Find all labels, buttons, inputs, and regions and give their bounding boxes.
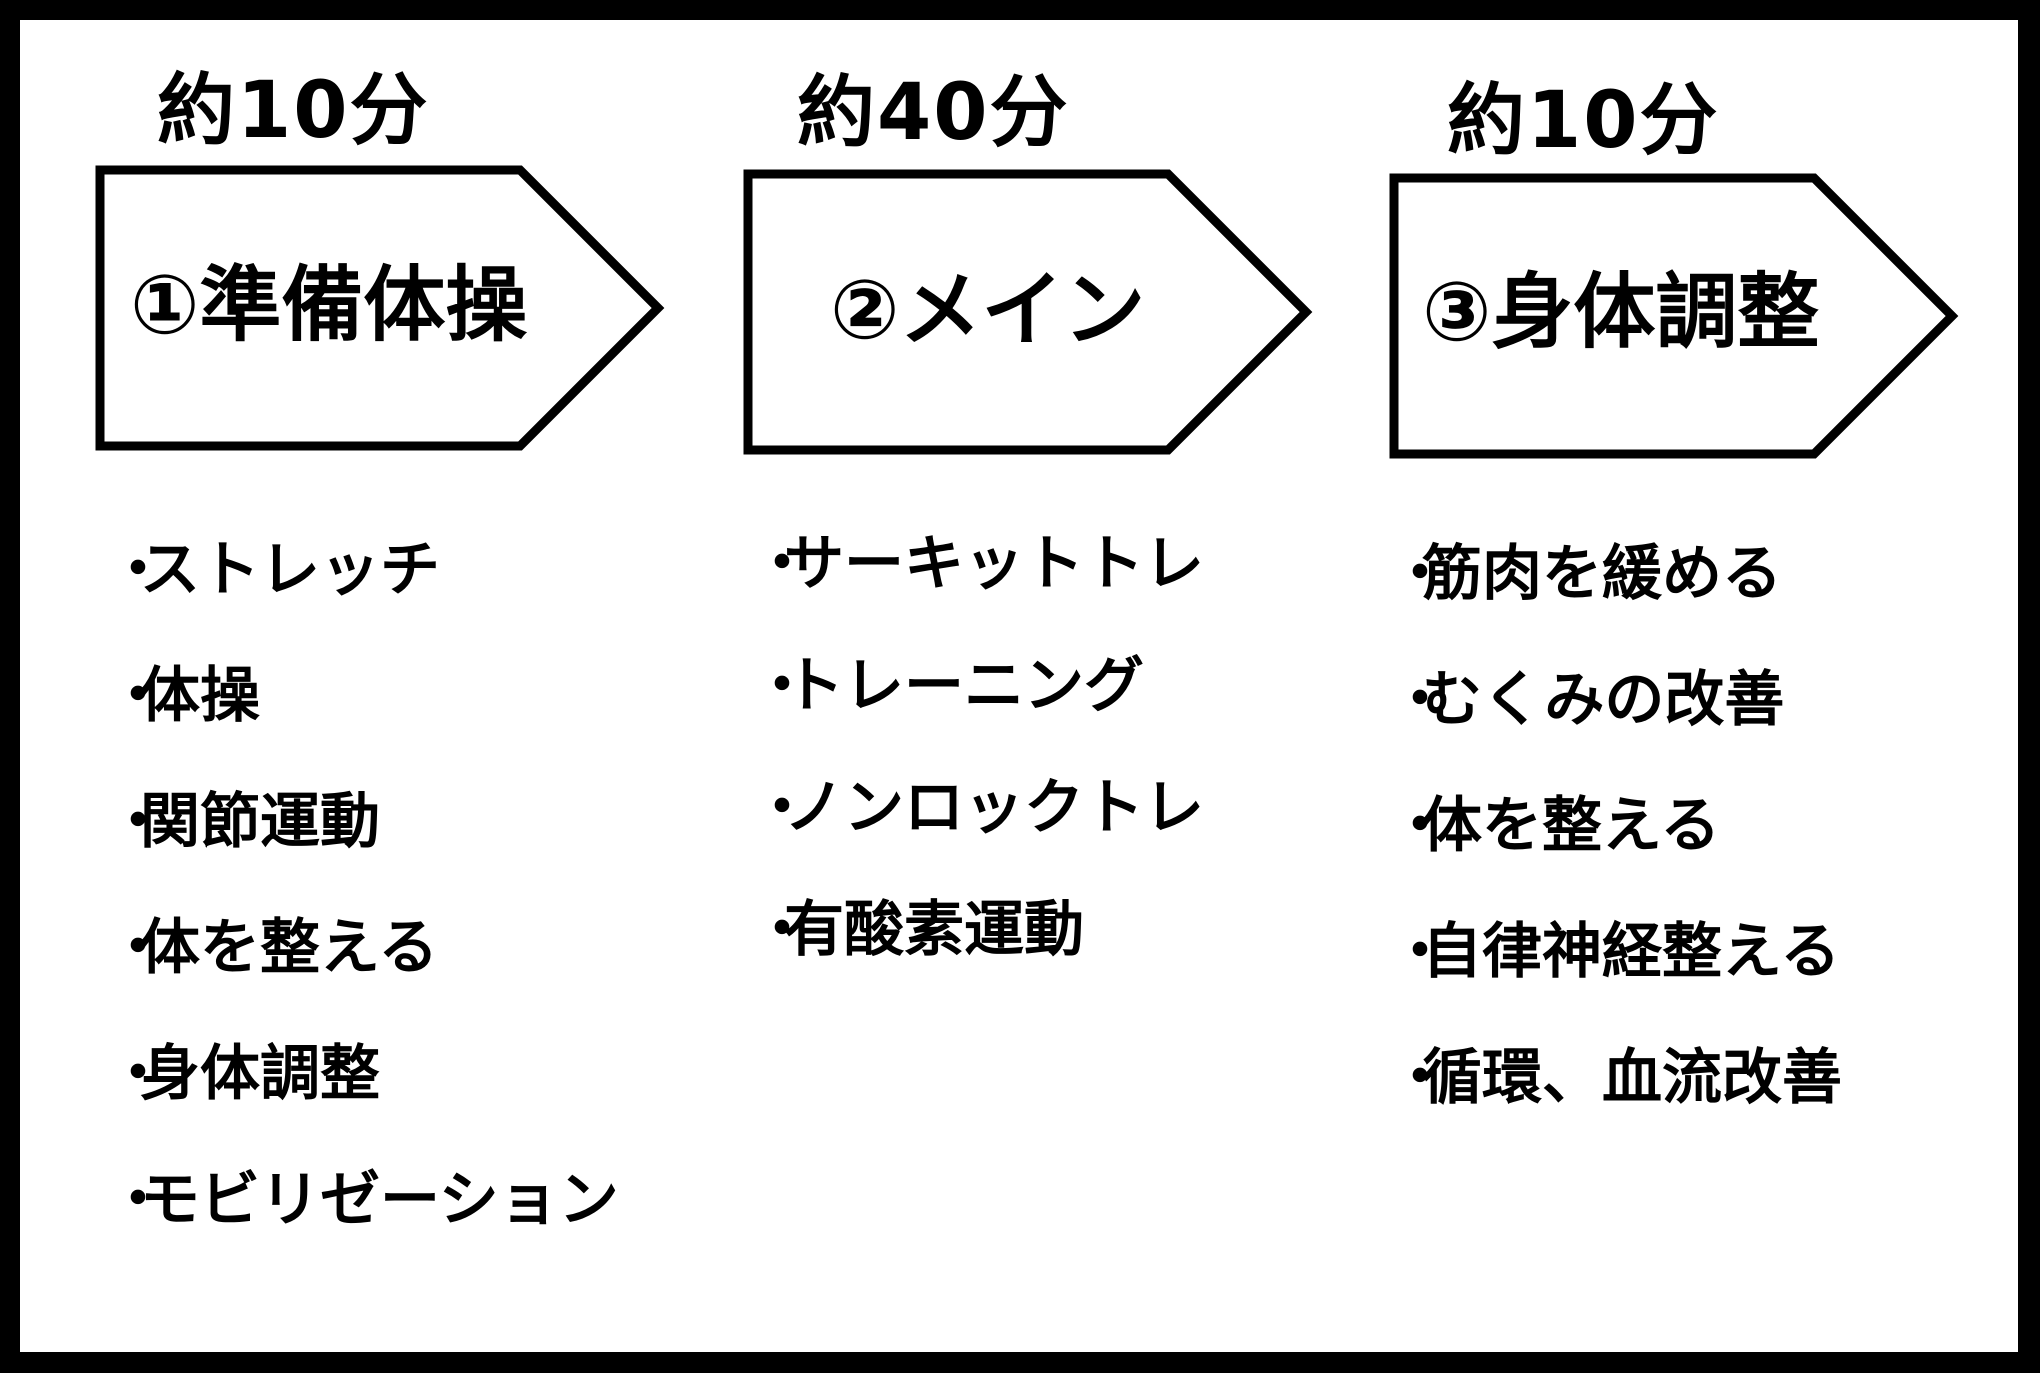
list-item: ・むくみの改善	[1390, 670, 1842, 796]
list-item-label: 循環、血流改善	[1422, 1043, 1842, 1113]
step-1-arrow-shape	[95, 165, 665, 451]
list-item-label: トレーニング	[784, 651, 1144, 721]
step-2-arrow-shape	[743, 169, 1313, 455]
list-item: ・体操	[108, 666, 619, 792]
list-item-label: ノンロックトレ	[784, 773, 1204, 843]
bullet: ・	[108, 661, 168, 731]
bullet: ・	[1390, 1043, 1450, 1113]
bullet: ・	[752, 773, 812, 843]
bullet: ・	[1390, 791, 1450, 861]
bullet: ・	[752, 529, 812, 599]
list-item-label: サーキットトレ	[784, 529, 1204, 599]
list-item-label: モビリゼーション	[140, 1165, 619, 1235]
bullet: ・	[752, 651, 812, 721]
step-3-title: ③身体調整	[1422, 265, 1820, 360]
list-item-label: ストレッチ	[140, 535, 440, 605]
step-1-title: ①準備体操	[130, 258, 528, 353]
list-item-label: 体を整える	[140, 913, 439, 983]
step-1-item-list: ・ストレッチ ・体操 ・関節運動 ・体を整える ・身体調整 ・モビリゼーション	[108, 540, 619, 1296]
step-2-item-list: ・サーキットトレ ・トレーニング ・ノンロックトレ ・有酸素運動	[752, 534, 1204, 1022]
list-item-label: 身体調整	[140, 1039, 380, 1109]
bullet: ・	[108, 1039, 168, 1109]
bullet: ・	[1390, 539, 1450, 609]
list-item: ・身体調整	[108, 1044, 619, 1170]
bullet: ・	[1390, 917, 1450, 987]
list-item: ・サーキットトレ	[752, 534, 1204, 656]
list-item: ・筋肉を緩める	[1390, 544, 1842, 670]
list-item: ・体を整える	[108, 918, 619, 1044]
list-item: ・トレーニング	[752, 656, 1204, 778]
list-item-label: 自律神経整える	[1422, 917, 1841, 987]
bullet: ・	[108, 913, 168, 983]
list-item: ・ストレッチ	[108, 540, 619, 666]
step-2-title: ②メイン	[830, 263, 1146, 358]
list-item: ・循環、血流改善	[1390, 1048, 1842, 1174]
step-1-duration: 約10分	[157, 66, 430, 156]
step-3-arrow-shape	[1389, 173, 1959, 459]
list-item-label: 関節運動	[140, 787, 380, 857]
list-item-label: 有酸素運動	[784, 895, 1084, 965]
bullet: ・	[752, 895, 812, 965]
step-3-item-list: ・筋肉を緩める ・むくみの改善 ・体を整える ・自律神経整える ・循環、血流改善	[1390, 544, 1842, 1174]
list-item: ・モビリゼーション	[108, 1170, 619, 1296]
bullet: ・	[108, 535, 168, 605]
list-item: ・関節運動	[108, 792, 619, 918]
bullet: ・	[108, 787, 168, 857]
list-item: ・自律神経整える	[1390, 922, 1842, 1048]
step-3-duration: 約10分	[1447, 76, 1720, 166]
bullet: ・	[108, 1165, 168, 1235]
list-item: ・ノンロックトレ	[752, 778, 1204, 900]
list-item-label: 体を整える	[1422, 791, 1721, 861]
list-item-label: 体操	[140, 661, 260, 731]
list-item-label: むくみの改善	[1422, 665, 1785, 735]
list-item: ・有酸素運動	[752, 900, 1204, 1022]
list-item-label: 筋肉を緩める	[1422, 539, 1782, 609]
step-2-duration: 約40分	[797, 68, 1070, 158]
list-item: ・体を整える	[1390, 796, 1842, 922]
bullet: ・	[1390, 665, 1450, 735]
